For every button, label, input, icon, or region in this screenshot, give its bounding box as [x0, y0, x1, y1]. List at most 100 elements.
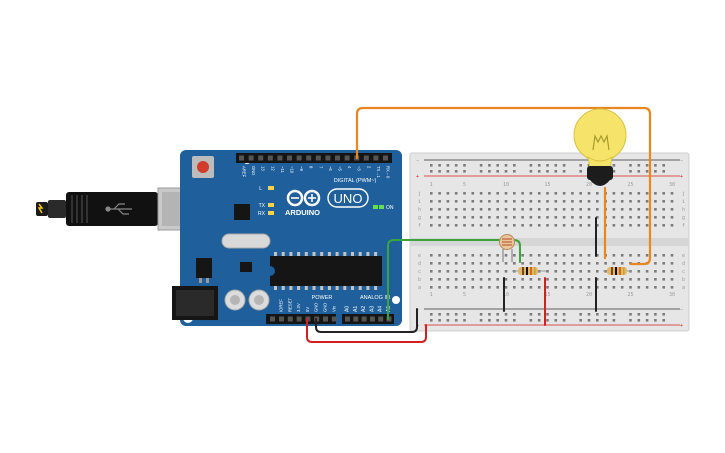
analog-pin-hole[interactable] [369, 316, 375, 322]
wire-black-gnd[interactable] [315, 308, 418, 333]
digital-pin-label: ~9 [299, 166, 304, 171]
power-header[interactable] [266, 314, 337, 324]
chip-pin [289, 286, 293, 290]
voltage-regulator [196, 258, 212, 278]
rail-plus-bottom-right: + [680, 323, 683, 329]
column-number: 15 [544, 182, 550, 188]
usb-chip [234, 204, 250, 220]
chip-pin [335, 252, 339, 256]
digital-pin-hole[interactable] [363, 155, 369, 161]
chip-pin [327, 252, 331, 256]
center-channel [410, 238, 689, 246]
row-letter: b [418, 277, 421, 283]
digital-pin-hole[interactable] [287, 155, 292, 161]
digital-pin-hole[interactable] [306, 155, 312, 161]
chip-pin [320, 252, 324, 256]
digital-pin-hole[interactable] [277, 155, 283, 161]
photoresistor[interactable] [499, 234, 515, 263]
chip-pin [312, 252, 316, 256]
row-letter: g [418, 215, 421, 221]
on-label: ON [386, 205, 394, 211]
chip-pin [297, 252, 301, 256]
row-letter: h [682, 207, 685, 213]
row-letter: d [418, 261, 421, 267]
chip-pin [304, 252, 308, 256]
power-pin-hole[interactable] [270, 316, 275, 322]
digital-pin-hole[interactable] [335, 155, 340, 161]
power-pin-hole[interactable] [296, 316, 302, 322]
wire-red-5v[interactable] [306, 318, 427, 343]
digital-pin-hole[interactable] [383, 155, 388, 161]
chip-pin [351, 286, 354, 290]
row-letter: j [418, 191, 421, 197]
power-pin-hole[interactable] [279, 316, 284, 322]
power-pin-hole[interactable] [331, 316, 337, 322]
power-pin-hole[interactable] [323, 316, 328, 322]
digital-pin-hole[interactable] [344, 155, 350, 161]
chip-pin [320, 286, 324, 290]
row-letter: e [682, 253, 685, 259]
analog-pin-label: A2 [361, 306, 367, 312]
power-label: POWER [312, 295, 333, 301]
column-number: 5 [463, 182, 466, 188]
column-number: 5 [463, 292, 466, 298]
power-pin-label: Vin [331, 305, 336, 312]
resistor-bulb[interactable] [603, 267, 632, 275]
uno-label: UNO [334, 191, 363, 206]
power-pin-label: 3.3V [296, 303, 301, 312]
analog-pin-label: A1 [353, 306, 359, 312]
light-bulb[interactable] [573, 108, 627, 186]
digital-pin-label: 8 [309, 166, 314, 169]
wires[interactable] [306, 106, 652, 343]
usb-symbol-icon [105, 203, 132, 215]
row-letter: b [682, 277, 685, 283]
digital-pin-hole[interactable] [325, 155, 331, 161]
analog-pin-hole[interactable] [345, 316, 350, 322]
rail-minus-bottom-right: − [680, 307, 683, 313]
resistor-ldr[interactable] [512, 267, 546, 275]
reset-button[interactable] [192, 156, 214, 178]
row-letter: f [418, 223, 421, 229]
digital-pin-label: 2 [366, 166, 371, 169]
chip-pin [297, 286, 301, 290]
digital-pin-hole[interactable] [267, 155, 273, 161]
wire-green-analog[interactable] [387, 239, 521, 320]
analog-pin-hole[interactable] [378, 316, 384, 322]
digital-pin-hole[interactable] [296, 155, 302, 161]
analog-label: ANALOG IN [360, 295, 390, 301]
digital-pin-hole[interactable] [315, 155, 321, 161]
digital-pin-hole[interactable] [258, 155, 264, 161]
digital-pin-hole[interactable] [239, 155, 244, 161]
digital-pin-label: 7 [318, 166, 323, 169]
digital-pin-label: ~6 [328, 166, 333, 171]
analog-pin-hole[interactable] [361, 316, 367, 322]
rail-plus-top: + [416, 174, 419, 180]
row-letter: f [682, 223, 685, 229]
power-pin-hole[interactable] [287, 316, 293, 322]
analog-header[interactable] [342, 314, 394, 324]
column-number: 20 [586, 182, 592, 188]
chip-pin [274, 252, 277, 256]
wire-orange-signal[interactable] [355, 106, 652, 266]
analog-pin-hole[interactable] [353, 316, 359, 322]
chip-pin [304, 286, 308, 290]
column-number: 10 [503, 292, 509, 298]
rail-minus-top: − [416, 158, 419, 164]
digital-pin-hole[interactable] [373, 155, 379, 161]
power-jack [172, 286, 218, 320]
chip-pin [281, 252, 285, 256]
digital-pin-label: RX←0 [386, 166, 391, 179]
row-letter: i [418, 199, 421, 205]
column-number: 25 [627, 182, 633, 188]
capacitors [224, 289, 270, 311]
digital-pin-hole[interactable] [248, 155, 254, 161]
lightning-icon [37, 203, 44, 214]
digital-header[interactable] [236, 153, 392, 163]
chip-pin [281, 286, 285, 290]
chip-pin [343, 286, 347, 290]
